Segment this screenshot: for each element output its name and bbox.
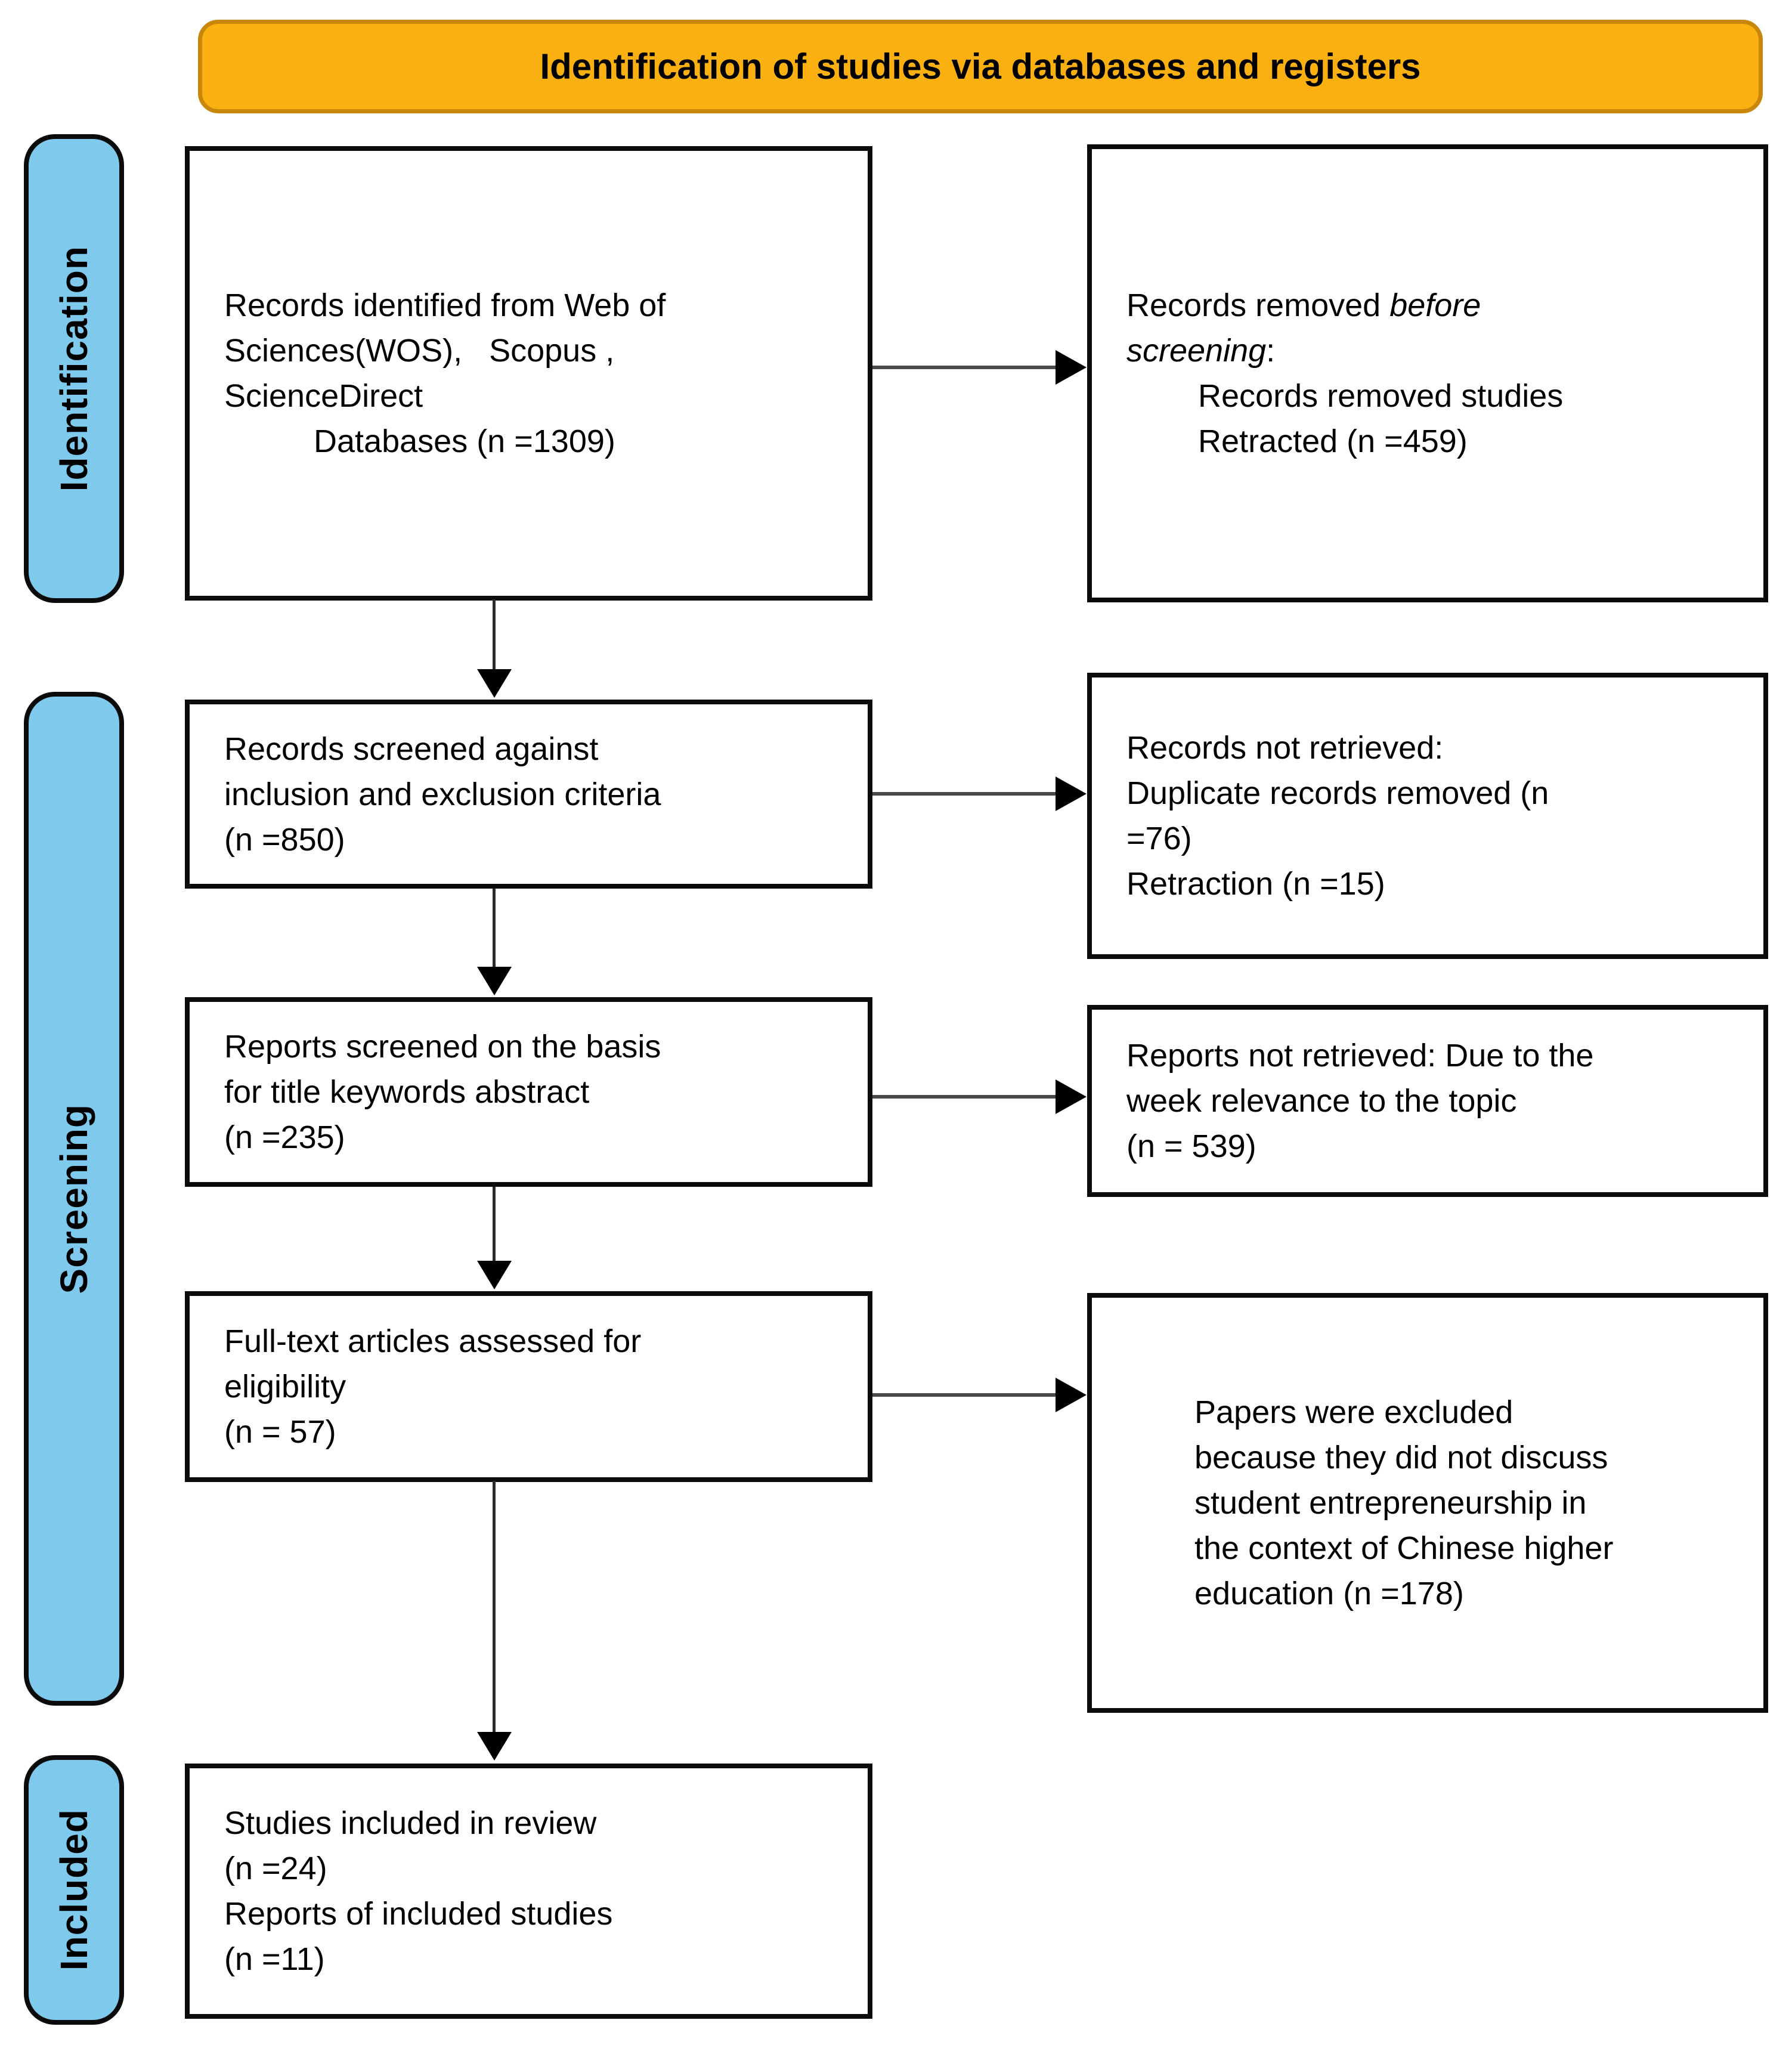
reports-not-retrieved-box: Reports not retrieved: Due to the week re…	[1087, 1005, 1768, 1197]
box-text-line: week relevance to the topic	[1126, 1083, 1517, 1119]
box-text-line: Reports not retrieved: Due to the	[1126, 1038, 1594, 1074]
records-not-retrieved-box: Records not retrieved: Duplicate records …	[1087, 673, 1768, 959]
arrow-screened-to-notretrieved-head	[1056, 776, 1087, 811]
box-text-line: Records not retrieved:	[1126, 730, 1444, 766]
arrow-reports-to-notretrieved-line	[872, 1095, 1060, 1099]
banner-title: Identification of studies via databases …	[540, 47, 1421, 86]
arrow-reports-to-notretrieved-head	[1056, 1079, 1087, 1114]
records-removed-box: Records removed before screening: Records…	[1087, 144, 1768, 602]
records-screened-box: Records screened against inclusion and ex…	[185, 700, 872, 889]
box-text-line: Sciences(WOS), Scopus ,	[224, 333, 615, 369]
stage-label-screening: Screening	[24, 692, 124, 1706]
box-text-line: Records removed studies	[1126, 378, 1564, 414]
fulltext-assessed-box: Full-text articles assessed for eligibili…	[185, 1291, 872, 1482]
box-text-line: Full-text articles assessed for	[224, 1323, 642, 1359]
box-text-line: ScienceDirect	[224, 378, 423, 414]
box-text-line: Duplicate records removed (n	[1126, 775, 1549, 811]
box-text-line: student entrepreneurship in	[1194, 1485, 1587, 1521]
arrow-fulltext-to-included-line	[493, 1481, 496, 1734]
arrow-screened-to-notretrieved-line	[872, 792, 1060, 796]
arrow-reports-to-fulltext-line	[493, 1187, 496, 1263]
arrow-fulltext-to-excluded-line	[872, 1393, 1060, 1397]
reports-screened-box: Reports screened on the basis for title k…	[185, 997, 872, 1187]
arrow-identified-to-removed-head	[1056, 350, 1087, 385]
box-text-line: Retracted (n =459)	[1126, 423, 1468, 459]
box-text-line: inclusion and exclusion criteria	[224, 776, 661, 812]
papers-excluded-box: Papers were excluded because they did not…	[1087, 1293, 1768, 1713]
stage-label-included: Included	[24, 1755, 124, 2025]
box-text-line: Databases (n =1309)	[224, 423, 615, 459]
box-text-line: Studies included in review	[224, 1805, 597, 1841]
box-text-line: Records screened against	[224, 731, 599, 767]
arrow-identified-to-removed-line	[872, 366, 1060, 369]
box-text-line: (n =235)	[224, 1119, 345, 1155]
box-text-line: the context of Chinese higher	[1194, 1530, 1614, 1566]
box-text-line: for title keywords abstract	[224, 1074, 590, 1110]
box-text-line: Reports of included studies	[224, 1896, 613, 1932]
box-text-line: (n =24)	[224, 1851, 327, 1886]
box-text-line: Records identified from Web of	[224, 287, 666, 323]
box-text-line: (n = 57)	[224, 1414, 336, 1450]
arrow-screened-to-reports-line	[493, 889, 496, 969]
box-text-line: Records removed before	[1126, 287, 1481, 323]
box-text-line: Reports screened on the basis	[224, 1029, 661, 1065]
stage-label-identification-text: Identification	[52, 245, 95, 492]
box-text-line: (n =11)	[224, 1941, 325, 1977]
box-text-line: (n =850)	[224, 821, 345, 858]
box-text-line: Papers were excluded	[1194, 1394, 1514, 1430]
arrow-identified-to-screened-line	[493, 599, 496, 672]
box-text-line: (n = 539)	[1126, 1128, 1256, 1164]
box-text-line: eligibility	[224, 1369, 346, 1404]
box-text-line: =76)	[1126, 821, 1192, 856]
stage-label-screening-text: Screening	[52, 1103, 95, 1294]
arrow-fulltext-to-included-head	[477, 1732, 512, 1761]
box-text-line: because they did not discuss	[1194, 1440, 1608, 1475]
box-text-line: Retraction (n =15)	[1126, 866, 1385, 902]
records-identified-box: Records identified from Web of Sciences(W…	[185, 146, 872, 601]
studies-included-box: Studies included in review (n =24) Reports…	[185, 1764, 872, 2019]
arrow-reports-to-fulltext-head	[477, 1261, 512, 1289]
box-text-line: education (n =178)	[1194, 1576, 1464, 1611]
stage-label-identification: Identification	[24, 134, 124, 603]
arrow-screened-to-reports-head	[477, 967, 512, 995]
box-text-line: screening:	[1126, 333, 1276, 369]
banner: Identification of studies via databases …	[198, 20, 1763, 113]
stage-label-included-text: Included	[52, 1809, 95, 1971]
arrow-identified-to-screened-head	[477, 669, 512, 698]
arrow-fulltext-to-excluded-head	[1056, 1378, 1087, 1412]
